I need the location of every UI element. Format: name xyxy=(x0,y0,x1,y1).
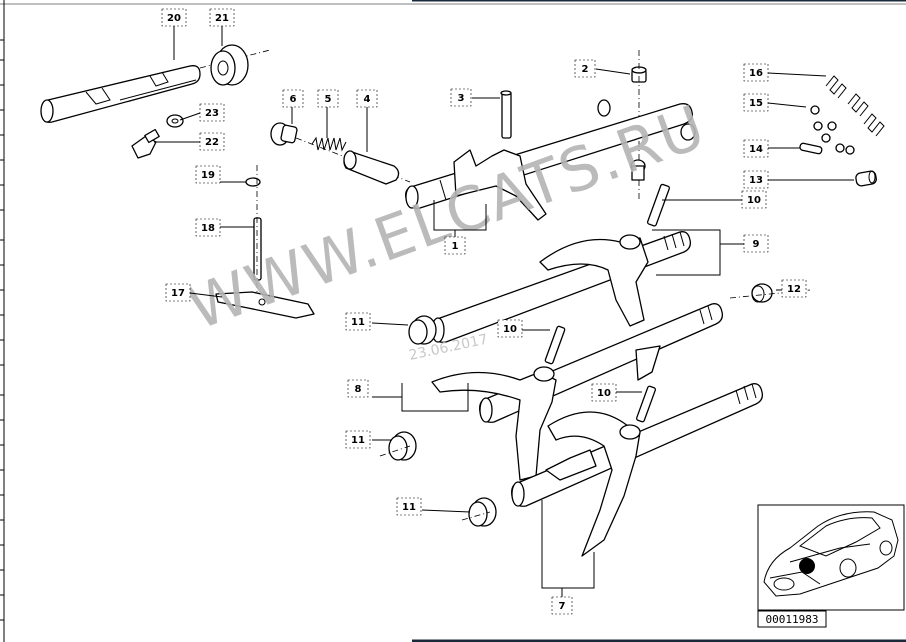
callout-18: 18 xyxy=(195,218,221,237)
callout-12: 12 xyxy=(781,279,807,298)
part-21-ring xyxy=(210,44,249,86)
callout-8: 8 xyxy=(347,379,369,398)
part-11-seal-a xyxy=(408,315,437,345)
svg-text:6: 6 xyxy=(290,94,297,105)
svg-text:22: 22 xyxy=(205,137,219,148)
svg-text:10: 10 xyxy=(597,388,611,399)
leader-lines xyxy=(154,26,854,598)
callout-17: 17 xyxy=(165,283,191,302)
callout-4: 4 xyxy=(356,89,378,108)
part-5-spring xyxy=(311,136,347,152)
svg-text:5: 5 xyxy=(325,94,332,105)
part-19-clip xyxy=(245,177,261,187)
svg-text:10: 10 xyxy=(747,195,761,206)
callout-10-middle: 10 xyxy=(497,319,523,338)
callout-22: 22 xyxy=(199,132,225,151)
svg-text:14: 14 xyxy=(749,144,763,155)
svg-text:9: 9 xyxy=(753,239,760,250)
svg-text:17: 17 xyxy=(171,288,185,299)
part-13-sleeve xyxy=(855,170,877,187)
callout-7: 7 xyxy=(551,596,573,615)
part-18-guide-pin xyxy=(253,217,262,281)
callout-labels: 20 21 23 22 6 5 4 3 xyxy=(161,8,807,615)
part-22-screw xyxy=(131,128,160,159)
part-14-pin xyxy=(799,142,823,155)
part-16-springs xyxy=(825,75,885,137)
callout-10-lower: 10 xyxy=(591,383,617,402)
callout-11-middle: 11 xyxy=(345,430,371,449)
svg-text:19: 19 xyxy=(201,170,215,181)
reference-number: 00011983 xyxy=(766,613,819,626)
vehicle-locator-inset xyxy=(757,504,905,611)
svg-text:15: 15 xyxy=(749,98,763,109)
svg-text:2: 2 xyxy=(582,64,589,75)
callout-1: 1 xyxy=(444,236,466,255)
callout-19: 19 xyxy=(195,165,221,184)
part-23-washer xyxy=(166,114,184,128)
svg-text:1: 1 xyxy=(452,241,459,252)
location-marker xyxy=(799,558,815,574)
callout-2: 2 xyxy=(574,59,596,78)
reference-box: 00011983 xyxy=(757,610,827,628)
callout-14: 14 xyxy=(743,139,769,158)
part-12-end-cap xyxy=(751,283,773,303)
part-11-seal-c xyxy=(468,497,497,527)
svg-text:16: 16 xyxy=(749,68,763,79)
callout-3: 3 xyxy=(450,88,472,107)
svg-text:21: 21 xyxy=(215,13,229,24)
svg-text:10: 10 xyxy=(503,324,517,335)
svg-text:7: 7 xyxy=(559,601,566,612)
callout-16: 16 xyxy=(743,63,769,82)
svg-text:8: 8 xyxy=(355,384,362,395)
part-10-roll-pin-c xyxy=(635,385,657,423)
svg-text:3: 3 xyxy=(458,93,465,104)
svg-text:23: 23 xyxy=(205,108,219,119)
part-10-roll-pin-b xyxy=(544,325,566,365)
callout-20: 20 xyxy=(161,8,187,27)
left-ruler-ticks xyxy=(0,39,4,621)
callout-15: 15 xyxy=(743,93,769,112)
svg-text:13: 13 xyxy=(749,175,763,186)
svg-text:12: 12 xyxy=(787,284,801,295)
svg-text:20: 20 xyxy=(167,13,181,24)
callout-13: 13 xyxy=(743,170,769,189)
part-20-selector-shaft xyxy=(40,65,201,123)
callout-23: 23 xyxy=(199,103,225,122)
svg-text:11: 11 xyxy=(402,502,416,513)
callout-11-lower: 11 xyxy=(396,497,422,516)
part-10-roll-pin-a xyxy=(646,183,670,227)
callout-10-upper: 10 xyxy=(741,190,767,209)
callout-11-upper: 11 xyxy=(345,312,371,331)
part-9-rail-fork xyxy=(431,231,692,343)
part-6-plug xyxy=(270,122,298,146)
callout-9: 9 xyxy=(743,234,769,253)
svg-text:11: 11 xyxy=(351,317,365,328)
part-15-balls xyxy=(810,105,855,155)
part-17-plate xyxy=(215,291,315,319)
callout-6: 6 xyxy=(282,89,304,108)
svg-text:4: 4 xyxy=(364,94,371,105)
part-7-rail-fork xyxy=(511,383,764,557)
svg-text:18: 18 xyxy=(201,223,215,234)
callout-21: 21 xyxy=(209,8,235,27)
part-1-selector-rod xyxy=(405,99,696,221)
part-3-pin xyxy=(500,90,512,139)
part-11-seal-b xyxy=(388,431,417,461)
part-4-plunger xyxy=(343,150,400,185)
svg-text:11: 11 xyxy=(351,435,365,446)
callout-5: 5 xyxy=(317,89,339,108)
